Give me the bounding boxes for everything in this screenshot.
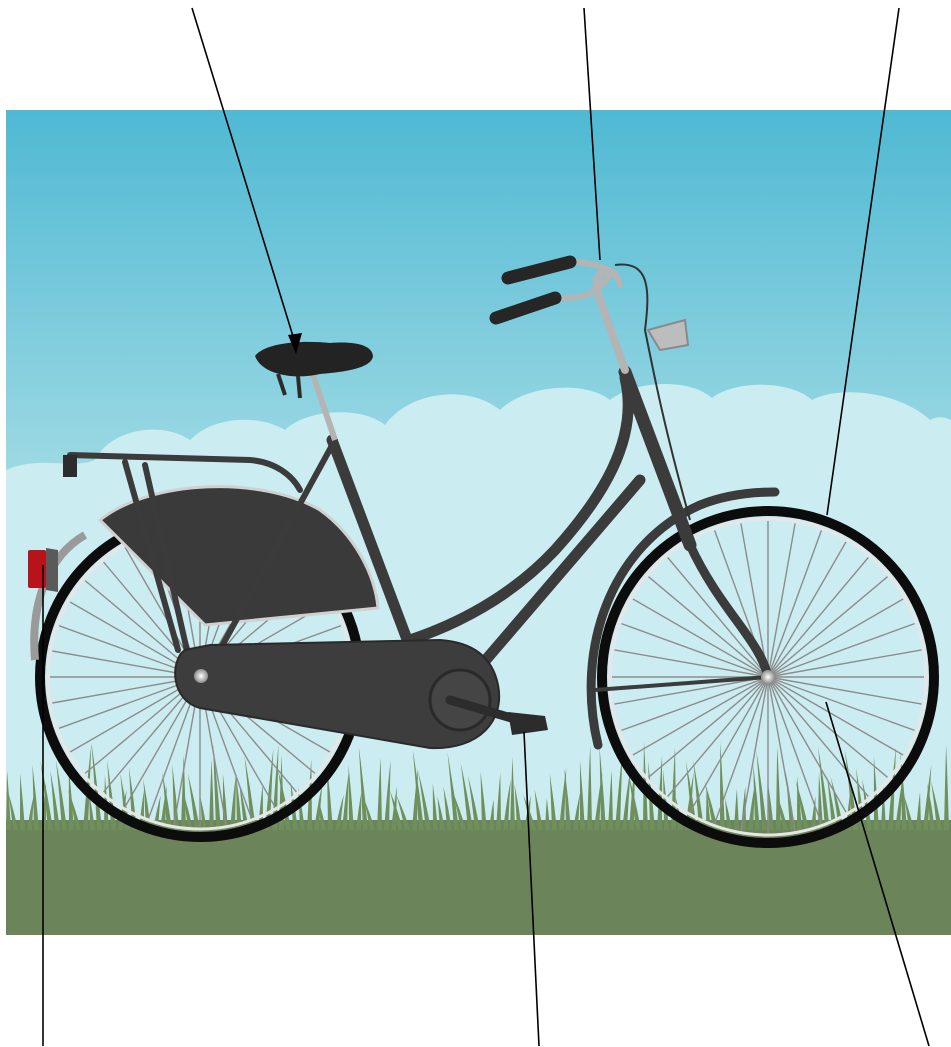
rear-hub xyxy=(194,669,208,683)
front-hub xyxy=(761,670,775,684)
rear-light-housing xyxy=(46,548,58,592)
